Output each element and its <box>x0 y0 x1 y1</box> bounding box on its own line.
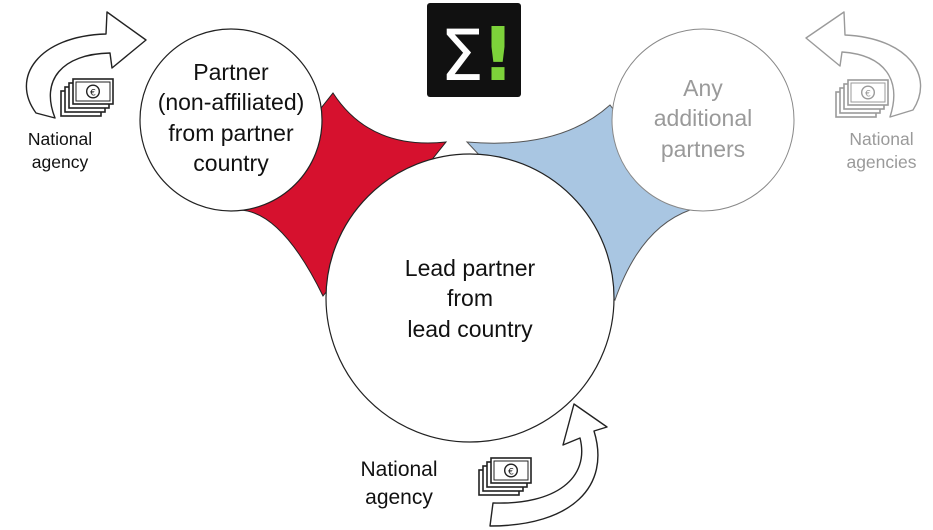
partner-line-2: (non-affiliated) <box>157 89 305 116</box>
right-curved-arrow-icon <box>805 11 922 118</box>
partner-line-4: country <box>193 150 269 177</box>
right-agency-label: National agencies <box>830 128 933 174</box>
lead-line-2: from <box>447 285 493 312</box>
sigma-icon: Σ <box>440 15 484 97</box>
euro-banknotes-icon: € <box>835 79 889 118</box>
additional-line-3: partners <box>660 135 746 162</box>
additional-partners-node <box>611 28 795 212</box>
bottom-agency-line-1: National <box>360 458 438 481</box>
lead-line-1: Lead partner <box>404 255 536 281</box>
euro-symbol: € <box>508 468 514 478</box>
partner-line-1: Partner <box>193 59 269 85</box>
partner-node <box>139 28 323 212</box>
left-agency-label: National agency <box>6 128 114 174</box>
euro-banknotes-icon: € <box>478 457 532 496</box>
euro-symbol: € <box>90 89 96 99</box>
bottom-agency-label: National agency <box>340 456 458 511</box>
left-agency-line-1: National <box>27 129 93 149</box>
red-connector <box>239 92 448 297</box>
euro-symbol: € <box>865 90 871 100</box>
bottom-curved-arrow-icon <box>489 403 608 527</box>
right-agency-line-2: agencies <box>846 152 917 173</box>
partner-node-label: Partner (non-affiliated) from partner co… <box>141 57 321 178</box>
logo: Σ ! <box>427 3 521 98</box>
additional-partners-label: Any additional partners <box>623 73 783 164</box>
euro-banknotes-icon: € <box>60 78 114 117</box>
lead-partner-node <box>325 153 615 443</box>
bottom-agency-line-2: agency <box>365 485 433 509</box>
left-curved-arrow-icon <box>25 11 147 119</box>
additional-line-2: additional <box>653 105 753 132</box>
right-agency-line-1: National <box>849 129 914 149</box>
lead-line-3: lead country <box>407 315 533 342</box>
additional-line-1: Any <box>683 75 723 101</box>
left-agency-line-2: agency <box>31 152 89 173</box>
partner-line-3: from partner <box>168 119 294 146</box>
lead-partner-label: Lead partner from lead country <box>380 253 560 344</box>
exclamation-icon: ! <box>481 12 515 98</box>
logo-background <box>427 3 521 97</box>
